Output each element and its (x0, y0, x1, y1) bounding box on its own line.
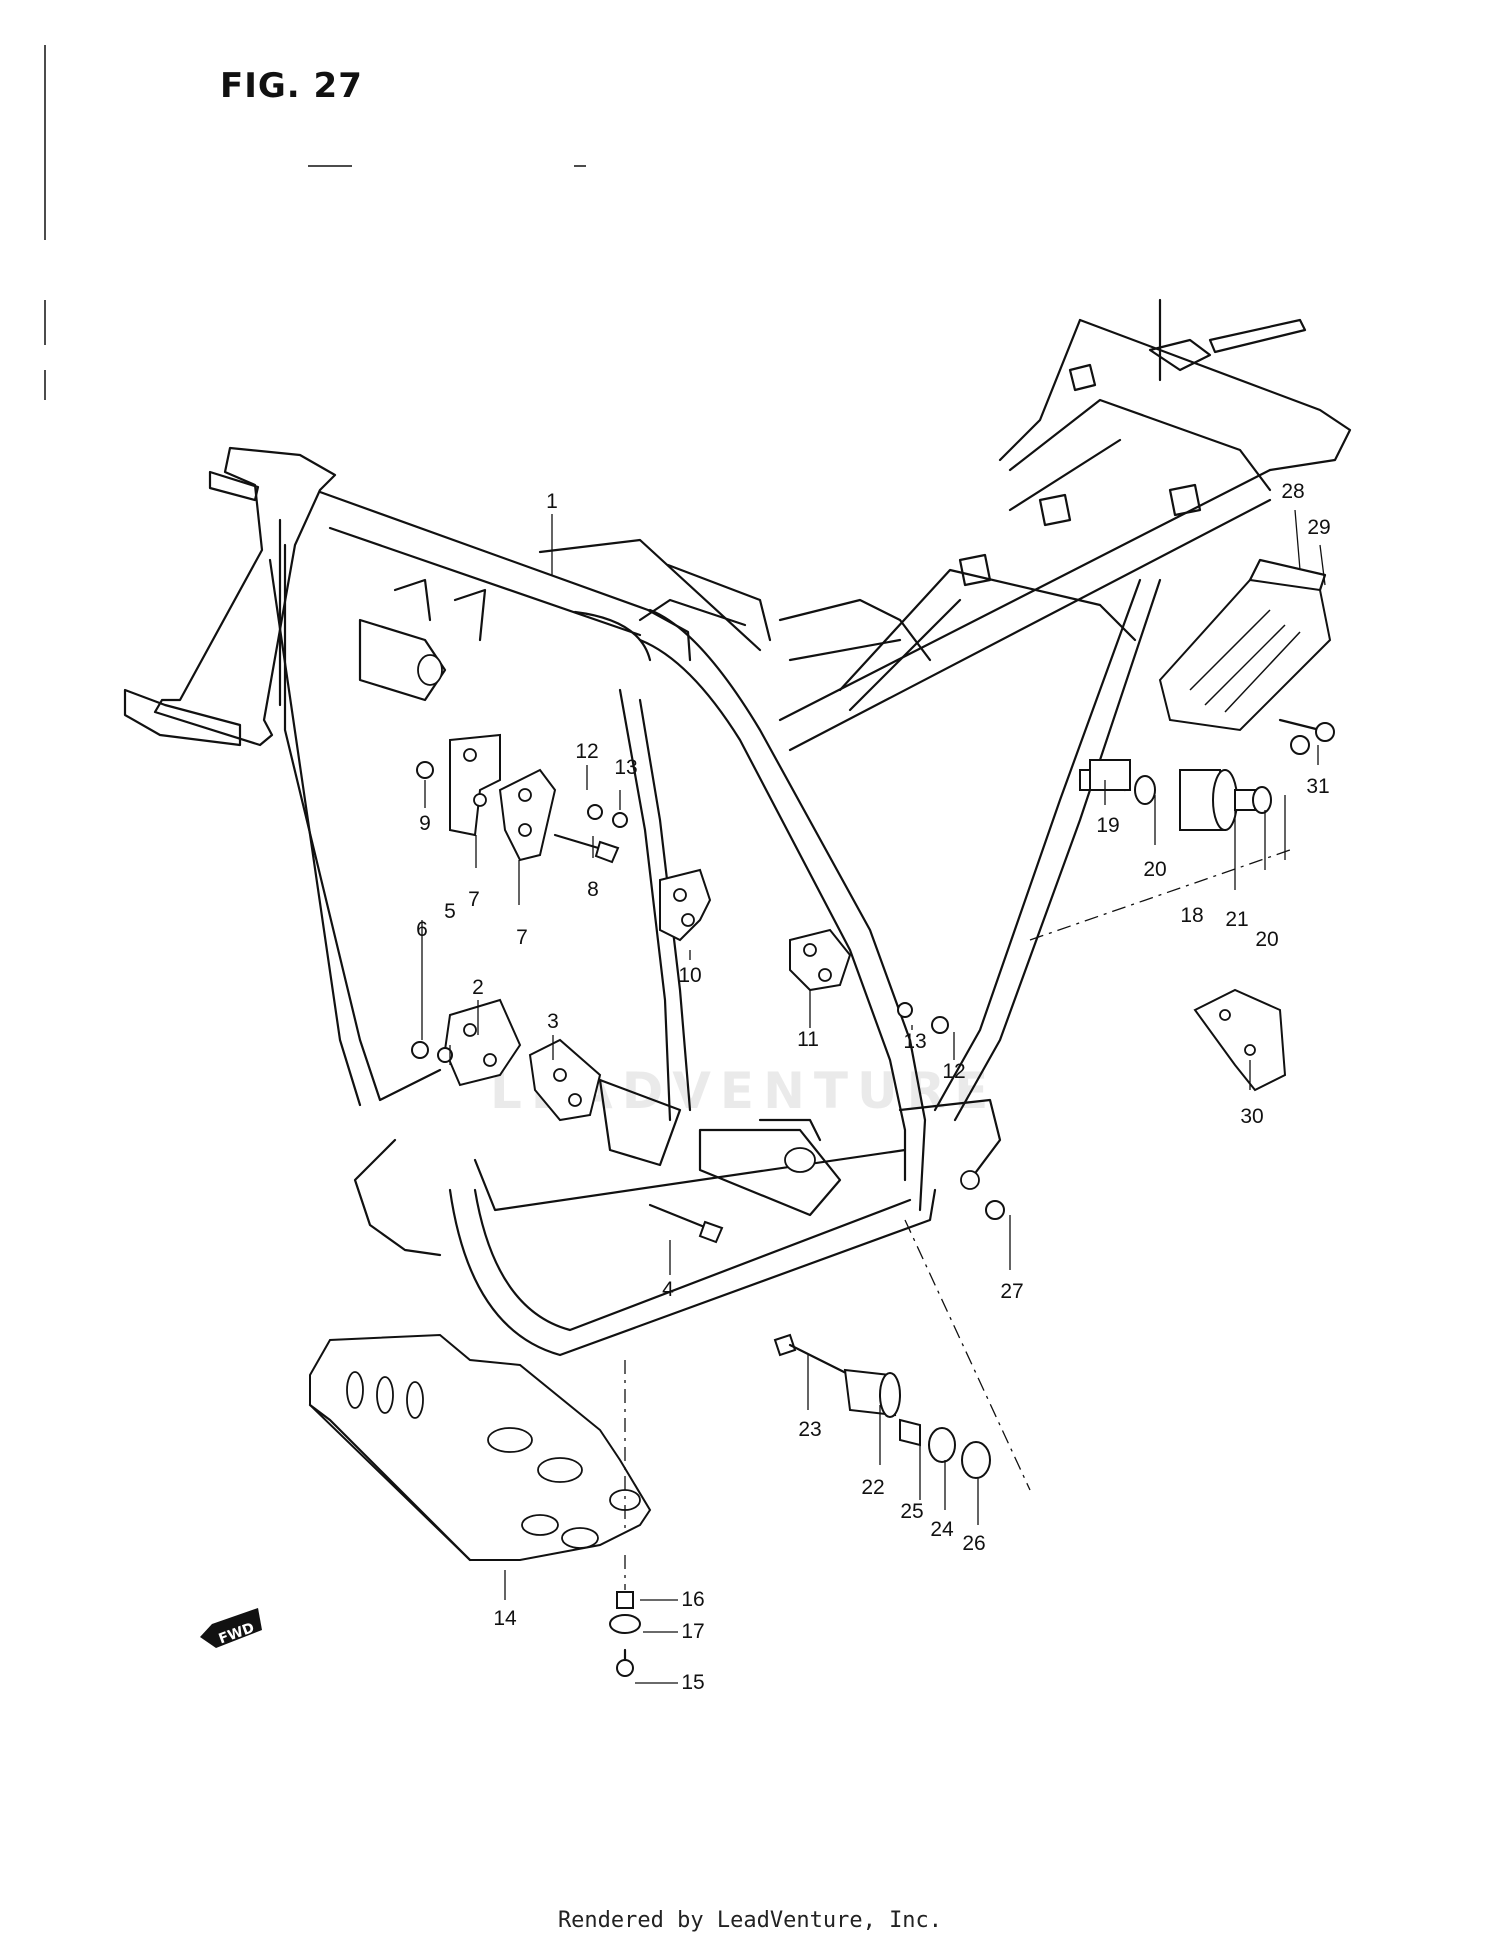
callout-15: 15 (681, 1671, 705, 1694)
bolt-31 (1278, 718, 1335, 742)
callout-27: 27 (1000, 1280, 1024, 1303)
steering-head (123, 446, 337, 747)
callout-31: 31 (1306, 775, 1330, 798)
callout-3: 3 (547, 1010, 559, 1033)
callout-6: 6 (416, 918, 428, 941)
rear-damper-assembly (1158, 558, 1332, 732)
callout-12a: 12 (575, 740, 599, 763)
callout-10: 10 (678, 964, 702, 987)
callout-26: 26 (962, 1532, 986, 1555)
engine-mount-plates (443, 733, 852, 1122)
callout-13b: 13 (903, 1030, 927, 1053)
skid-plate-hardware (609, 1360, 641, 1677)
callout-21: 21 (1225, 908, 1249, 931)
side-mount-stack (1029, 759, 1291, 941)
callout-5: 5 (444, 900, 456, 923)
callout-18: 18 (1180, 904, 1204, 927)
callout-4: 4 (662, 1278, 674, 1301)
callout-9: 9 (419, 812, 431, 835)
footer-credit: Rendered by LeadVenture, Inc. (557, 1908, 943, 1933)
figure-title: FIG. 27 (220, 66, 363, 106)
rear-frame-brackets (958, 318, 1307, 587)
fwd-arrow-badge: FWD (200, 1608, 262, 1648)
rear-bracket (1193, 988, 1287, 1092)
callout-28: 28 (1281, 480, 1305, 503)
callout-11: 11 (797, 1028, 819, 1051)
callout-20b: 20 (1255, 928, 1279, 951)
callout-19: 19 (1096, 814, 1120, 837)
lower-mount-stack (773, 1219, 1031, 1491)
callout-14: 14 (493, 1607, 517, 1630)
callout-23: 23 (798, 1418, 822, 1441)
callout-2: 2 (472, 976, 484, 999)
cradle (598, 688, 1002, 1217)
callout-7b: 7 (516, 926, 528, 949)
callout-7a: 7 (468, 888, 480, 911)
callout-16: 16 (681, 1588, 705, 1611)
callout-12b: 12 (942, 1060, 966, 1083)
skid-plate (308, 1333, 652, 1562)
callout-22: 22 (861, 1476, 885, 1499)
callout-24: 24 (930, 1518, 954, 1541)
callout-30: 30 (1240, 1105, 1264, 1128)
main-frame (268, 298, 1352, 1357)
callout-17: 17 (681, 1620, 705, 1643)
callout-1: 1 (546, 490, 558, 513)
callout-13a: 13 (614, 756, 638, 779)
upper-engine-mount (358, 578, 487, 702)
callout-20a: 20 (1143, 858, 1167, 881)
leader-lines (421, 509, 1326, 1684)
callout-25: 25 (900, 1500, 924, 1523)
callout-8: 8 (587, 878, 599, 901)
scan-margin-marks (44, 45, 586, 400)
callout-29: 29 (1307, 516, 1331, 539)
